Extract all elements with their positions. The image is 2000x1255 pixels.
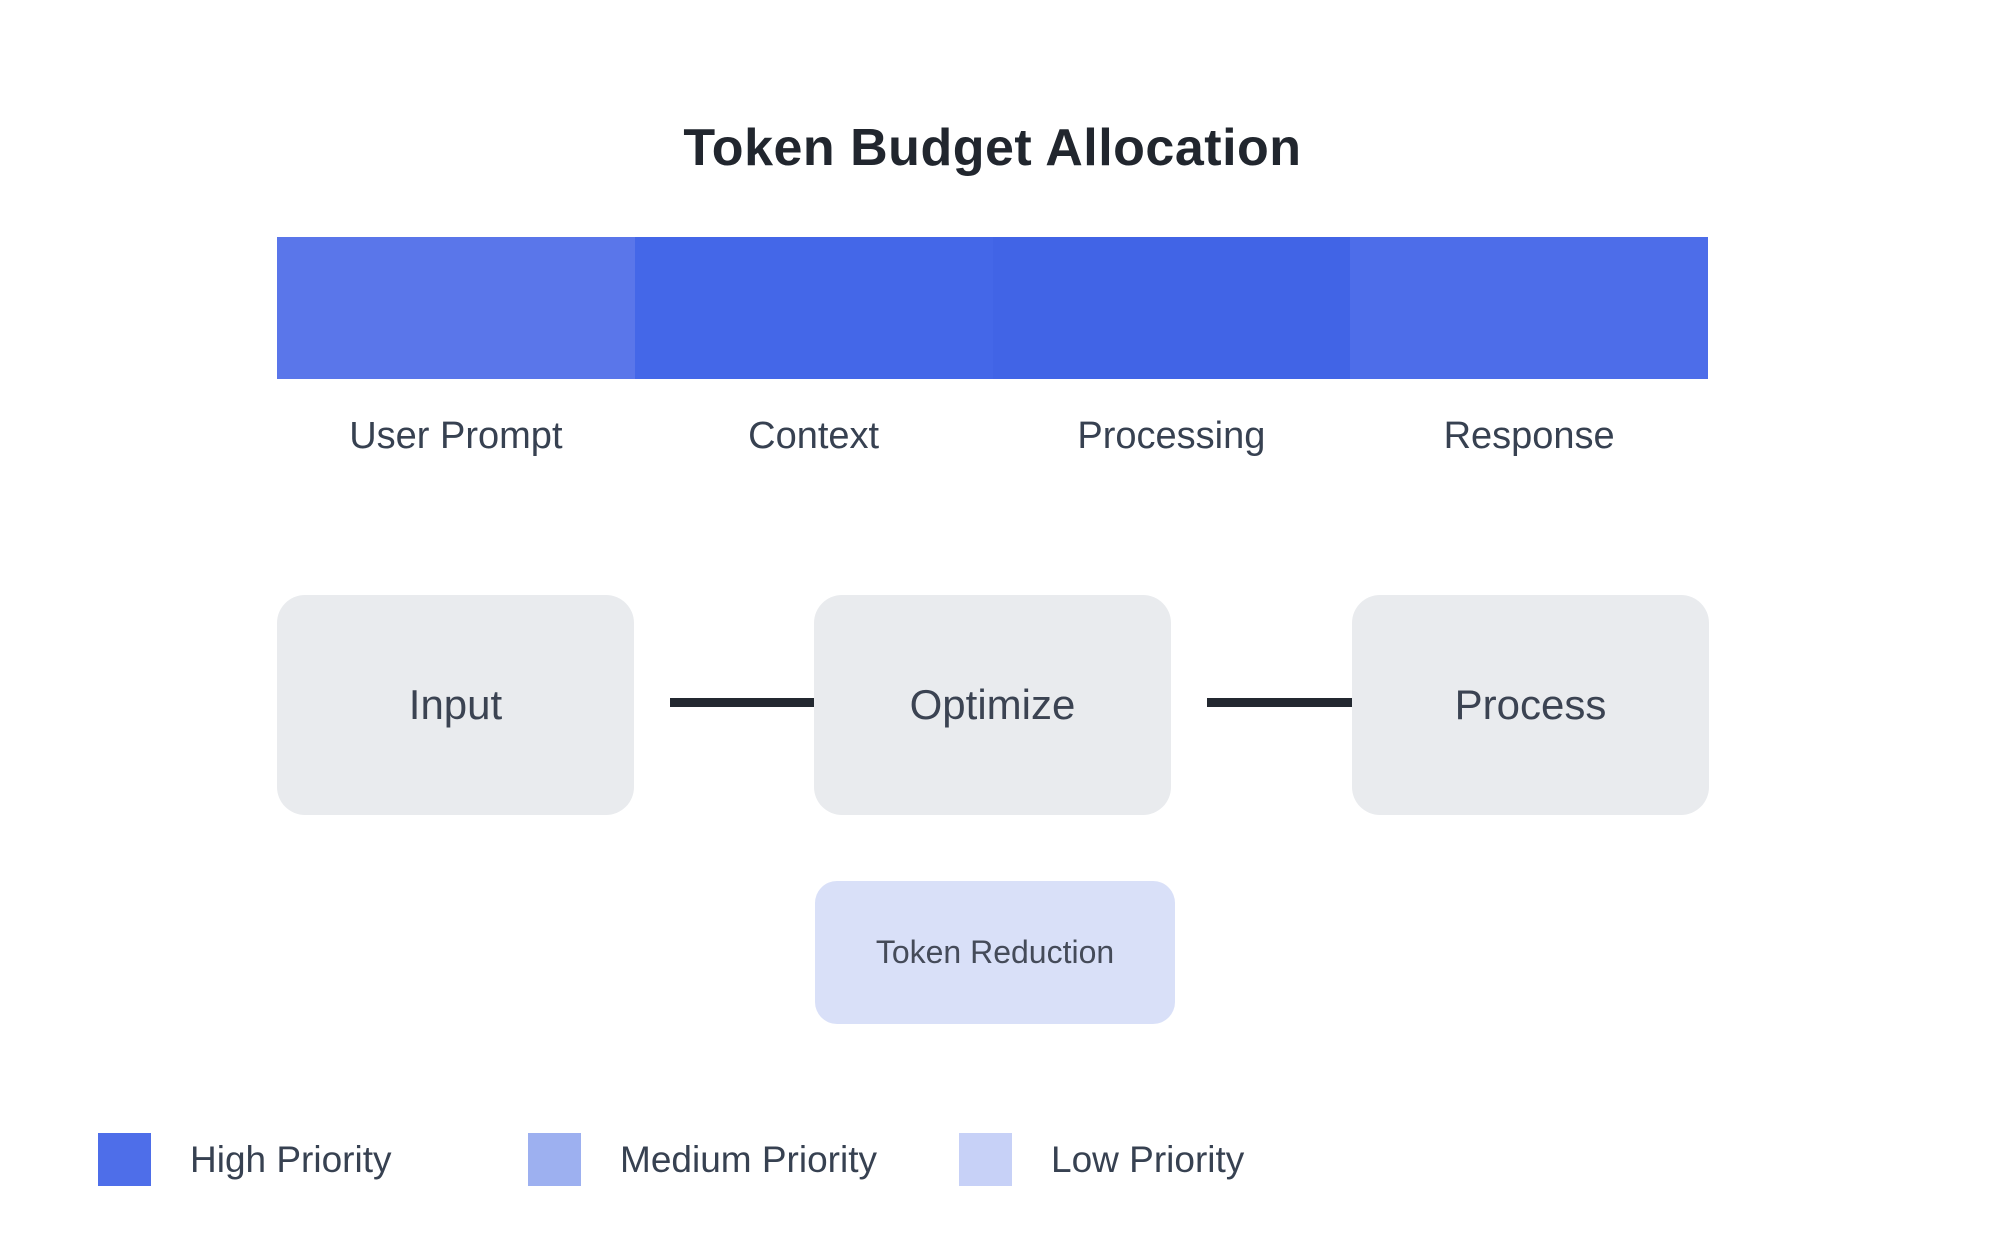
connector-line-input-optimize [670,698,815,707]
legend-label: Low Priority [1051,1138,1245,1180]
allocation-bar-labels: User Prompt Context Processing Response [277,415,1708,458]
legend-label: Medium Priority [620,1138,877,1180]
bar-segment-label: Context [748,415,880,457]
diagram-title: Token Budget Allocation [683,119,1302,177]
allocation-bar [277,237,1708,379]
legend-swatch-low-priority [959,1133,1012,1186]
legend-swatch-high-priority [98,1133,151,1186]
legend-item-high-priority: High Priority [98,1133,392,1186]
flow-node-input: Input [277,595,634,815]
legend: High Priority Medium Priority Low Priori… [0,1133,2000,1186]
legend-label: High Priority [190,1138,392,1180]
flow-node-label: Optimize [909,681,1076,728]
flow-node-process: Process [1352,595,1709,815]
token-reduction-node: Token Reduction [815,881,1175,1024]
legend-item-medium-priority: Medium Priority [528,1133,877,1186]
legend-swatch-medium-priority [528,1133,581,1186]
connector-line-optimize-process [1207,698,1352,707]
bar-segment-context [634,237,993,379]
bar-segment-user-prompt [277,237,635,379]
bar-segment-label: User Prompt [349,415,563,457]
sub-node-label: Token Reduction [875,934,1115,970]
bar-segment-label: Response [1443,415,1615,457]
flow-node-label: Process [1454,681,1607,728]
bar-segment-label: Processing [1077,415,1266,457]
flow-node-optimize: Optimize [814,595,1171,815]
bar-segment-response [1350,237,1708,379]
bar-segment-processing [992,237,1351,379]
legend-item-low-priority: Low Priority [959,1133,1244,1186]
flow-node-label: Input [408,681,503,728]
